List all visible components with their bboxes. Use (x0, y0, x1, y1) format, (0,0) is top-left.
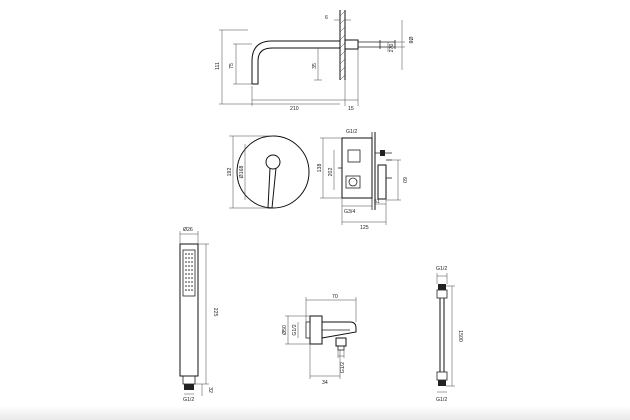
dim-handshower-26: Ø26 (183, 227, 193, 233)
dim-spout-111: 111 (215, 62, 221, 70)
dim-elbow-50: Ø50 (282, 325, 288, 335)
handshower-drawing: Ø26 225 32 G1/2 (179, 227, 218, 403)
handshower-nozzle-area (182, 249, 196, 297)
dim-elbow-g12a: G1/2 (292, 324, 298, 335)
mixer-handle-side (377, 164, 387, 200)
dim-mixer-51: 51 (374, 199, 380, 205)
spout-flange (344, 39, 359, 50)
mixer-port-bottom (345, 175, 361, 189)
page-bottom-edge (0, 406, 630, 420)
dim-mixer-168: Ø168 (239, 166, 245, 179)
dim-handshower-g12: G1/2 (183, 397, 194, 403)
dim-mixer-192: 192 (227, 168, 233, 177)
elbow-outlet (335, 337, 347, 347)
handshower-nozzles (185, 253, 193, 291)
mixer-handle-lever (267, 167, 277, 209)
dim-spout-75: 75 (229, 63, 235, 69)
handshower-connector (182, 375, 196, 385)
dim-hose-g12-top: G1/2 (436, 266, 447, 272)
elbow-plate (309, 315, 323, 345)
hose-bottom-ferrule (436, 371, 448, 381)
dim-hose-g12-bottom: G1/2 (436, 397, 447, 403)
spout-body (251, 40, 340, 85)
dim-mixer-g12: G1/2 (346, 129, 357, 135)
handshower-thread (184, 384, 194, 390)
dim-spout-08: Ø8 (407, 37, 413, 44)
mixer-front-drawing: 192 Ø168 (227, 135, 310, 209)
mixer-side-drawing: G1/2 138 202 60 51 G3/4 125 (317, 129, 407, 231)
elbow-outlet-thread (337, 345, 345, 351)
dim-mixer-125: 125 (360, 225, 369, 231)
dim-spout-35: 35 (312, 63, 318, 69)
dim-mixer-202: 202 (328, 168, 334, 177)
mixer-port-circle (348, 177, 358, 187)
dim-elbow-34: 34 (322, 380, 328, 386)
mixer-port-top (347, 149, 361, 163)
elbow-plate-back (305, 321, 311, 339)
hose-drawing: G1/2 1500 G1/2 (436, 266, 463, 403)
dim-mixer-60: 60 (401, 177, 407, 183)
hose-top-ferrule (436, 289, 448, 299)
dim-elbow-g12b: G1/2 (340, 362, 346, 373)
dim-handshower-225: 225 (212, 308, 218, 317)
elbow-drawing: 70 Ø50 G1/2 G1/2 34 (282, 294, 357, 386)
hose-top-nut (438, 284, 446, 290)
dim-mixer-g34: G3/4 (344, 209, 355, 215)
dim-spout-270: 270 (389, 44, 395, 53)
mixer-handle-base (265, 154, 281, 170)
dim-spout-210: 210 (290, 106, 299, 112)
dim-spout-6: 6 (325, 15, 328, 21)
dim-mixer-138: 138 (317, 164, 323, 173)
spout-wall-hatch (339, 10, 346, 81)
mixer-body (341, 137, 373, 199)
dim-spout-15: 15 (348, 106, 354, 112)
dim-handshower-32: 32 (207, 387, 213, 393)
dim-elbow-70: 70 (332, 294, 338, 300)
spout-drawing: 6 111 75 35 270 Ø8 210 15 (215, 10, 413, 112)
dim-hose-1500: 1500 (457, 330, 463, 342)
hose-bottom-nut (438, 380, 446, 386)
elbow-body (321, 321, 357, 339)
